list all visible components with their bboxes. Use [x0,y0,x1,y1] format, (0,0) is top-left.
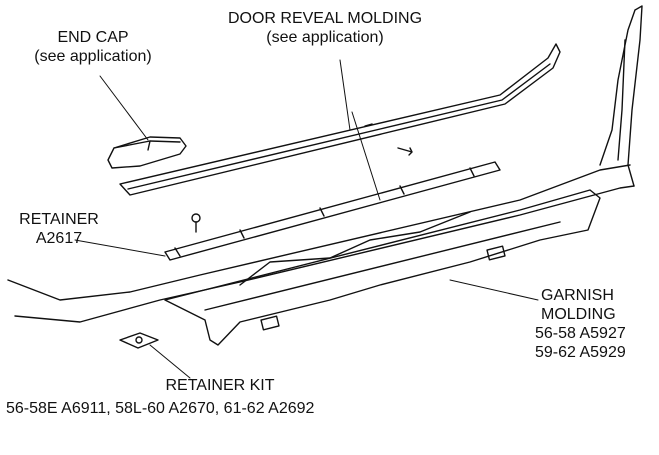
door-reveal-note: (see application) [266,29,384,46]
garnish-title-2: MOLDING [541,306,616,323]
door-reveal-label: DOOR REVEAL MOLDING (see application) [200,9,450,47]
leader-lines [74,59,539,379]
screw-clips [191,147,413,233]
retainer-part [164,161,501,261]
retainer-title: RETAINER [19,211,99,228]
body-sill [7,5,643,323]
end-cap-title: END CAP [57,29,129,46]
end-cap-note: (see application) [34,48,152,65]
retainer-part-number: A2617 [35,230,83,247]
retainer-kit-plate [119,332,159,349]
retainer-kit-title: RETAINER KIT [165,377,275,394]
garnish-row-2: 59-62 A5929 [535,344,626,361]
garnish-molding-part [164,189,601,346]
retainer-label: RETAINER A2617 [4,210,114,248]
end-cap-part [107,136,187,169]
garnish-title-1: GARNISH [541,287,614,304]
retainer-kit-parts: 56-58E A6911, 58L-60 A2670, 61-62 A2692 [6,400,315,417]
door-reveal-molding-part [119,43,561,196]
door-reveal-title: DOOR REVEAL MOLDING [227,10,423,27]
garnish-row-1: 56-58 A5927 [535,325,626,342]
end-cap-label: END CAP (see application) [8,28,178,66]
garnish-label: GARNISH MOLDING 56-58 A5927 59-62 A5929 [535,286,626,362]
